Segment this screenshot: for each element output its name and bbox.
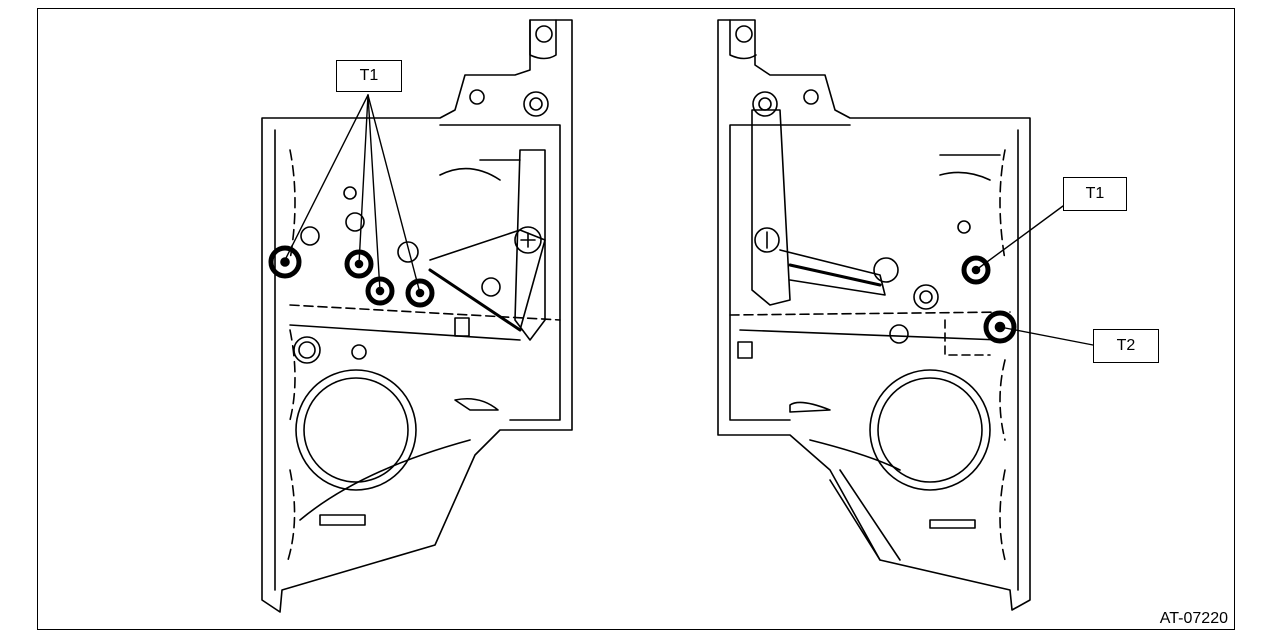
bolt-marker <box>961 255 991 285</box>
bolt-marker <box>405 278 435 308</box>
right-bolt-markers <box>961 255 1017 344</box>
bolt-marker <box>268 245 302 279</box>
right-case-half <box>717 19 1031 611</box>
callout-left-t1: T1 <box>336 60 402 92</box>
left-bolt-markers <box>268 245 435 308</box>
reference-code: AT-07220 <box>1159 610 1228 627</box>
left-case-half <box>261 19 573 613</box>
diagram-frame <box>37 8 1235 630</box>
bolt-marker <box>983 310 1017 344</box>
callout-right-t2: T2 <box>1093 329 1159 363</box>
bolt-marker <box>365 276 395 306</box>
right-leader-lines <box>975 205 1094 346</box>
callout-right-t1: T1 <box>1063 177 1127 211</box>
left-t1-leader-lines <box>283 94 421 294</box>
bolt-marker <box>344 249 374 279</box>
